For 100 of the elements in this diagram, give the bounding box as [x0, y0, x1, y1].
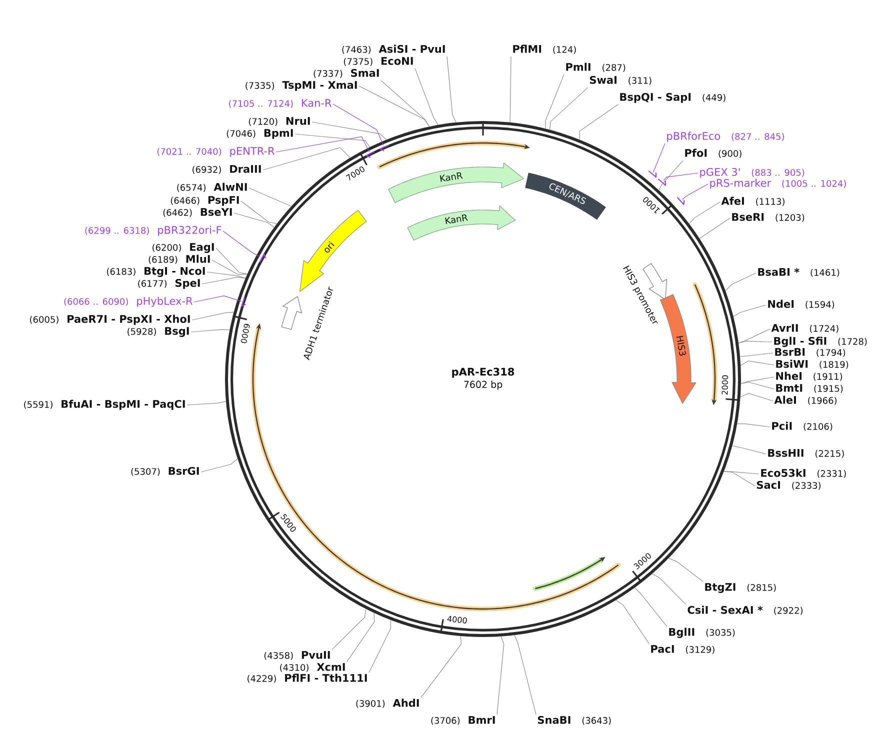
primer-label: pRS-marker — [710, 178, 772, 189]
position-label: (124) — [553, 46, 576, 54]
enzyme-label: AhdI — [392, 698, 419, 707]
leader-line — [732, 445, 766, 454]
position-label: (6299 .. 6318) — [85, 226, 149, 235]
leader-line — [212, 260, 248, 275]
leader-line — [549, 87, 588, 130]
position-label: (6574) — [177, 184, 206, 192]
leader-line — [668, 558, 704, 582]
leader-line — [200, 458, 238, 472]
enzyme-label: MluI — [186, 254, 210, 263]
enzyme-label: NruI — [286, 117, 310, 125]
leader-line — [446, 56, 456, 123]
position-label: (7375) — [344, 58, 372, 66]
leader-line — [262, 147, 350, 170]
enzyme-label: PacI — [651, 645, 674, 653]
enzyme-label: SmaI — [351, 68, 379, 77]
position-label: (3643) — [582, 716, 611, 725]
enzyme-label: BseYI — [200, 208, 232, 216]
primer-label: pGEX 3' — [700, 168, 740, 178]
leader-line — [312, 122, 387, 140]
position-label: (1113) — [756, 198, 784, 206]
position-label: (1915) — [814, 384, 843, 393]
primer-label: pHybLex-R — [137, 296, 193, 307]
position-label: (4229) — [248, 674, 276, 683]
enzyme-label: BtgI - NcoI — [144, 267, 205, 277]
position-label: (900) — [718, 150, 742, 158]
leader-line — [192, 312, 234, 320]
position-label: (1728) — [838, 338, 867, 346]
enzyme-label: BspQI - SapI — [620, 92, 691, 103]
enzyme-label: BsgI — [165, 327, 189, 337]
leader-line — [724, 471, 756, 486]
leader-line — [190, 329, 230, 332]
position-label: (2106) — [804, 422, 832, 431]
position-label: (449) — [702, 94, 726, 102]
position-label: (2331) — [817, 470, 846, 478]
plasmid-size: 7602 bp — [464, 380, 502, 390]
position-label: (827 .. 845) — [732, 132, 784, 141]
position-label: (6177) — [138, 280, 167, 288]
position-label: (1461) — [810, 268, 840, 277]
primer-mark — [366, 151, 375, 158]
leader-line — [545, 74, 564, 129]
position-label: (1911) — [814, 372, 842, 381]
tick-label: 4000 — [447, 616, 467, 624]
feature-block: HIS3 — [660, 294, 696, 404]
enzyme-label: EcoNI — [381, 57, 413, 65]
enzyme-label: PaeR7I - PspXI - XhoI — [68, 314, 190, 325]
position-label: (3706) — [431, 716, 460, 725]
leader-line — [240, 200, 278, 224]
position-label: (7105 .. 7124) — [229, 100, 293, 108]
position-label: (7120) — [248, 118, 278, 126]
position-label: (1005 .. 1024) — [782, 180, 846, 188]
leader-line — [346, 612, 375, 662]
leader-line — [276, 136, 370, 152]
leader-line — [652, 143, 666, 173]
primer-label: pBR322ori-F — [158, 226, 222, 236]
enzyme-label: AlwNI — [214, 182, 247, 191]
feature-block: KanR — [407, 206, 516, 241]
position-label: (6005) — [30, 316, 58, 324]
position-label: (287) — [602, 64, 626, 72]
leader-line — [206, 272, 246, 278]
enzyme-label: SwaI — [590, 76, 616, 84]
leader-line — [380, 80, 430, 127]
position-label: (5928) — [128, 328, 156, 336]
enzyme-label: BpmI — [264, 129, 293, 139]
feature-block — [281, 296, 302, 330]
leader-line — [738, 340, 772, 344]
enzyme-label: BsrBI — [775, 348, 805, 356]
position-label: (2333) — [792, 482, 821, 490]
enzyme-label: SnaBI — [538, 716, 570, 724]
enzyme-label: BmrI — [468, 716, 495, 724]
leader-line — [688, 202, 720, 224]
plasmid-name: pAR-Ec318 — [452, 368, 514, 378]
position-label: (2815) — [747, 584, 776, 592]
position-label: (6200) — [152, 244, 181, 252]
leader-line — [332, 608, 366, 650]
enzyme-label: AvrII — [771, 324, 798, 332]
tick-label: 2000 — [722, 375, 728, 395]
leader-line — [579, 104, 618, 140]
leader-line — [186, 401, 226, 406]
position-label: (5591) — [24, 400, 52, 409]
leader-line — [740, 393, 774, 402]
primer-mark — [241, 297, 246, 307]
leader-line — [358, 86, 430, 127]
leader-line — [699, 218, 730, 239]
enzyme-label: PciI — [772, 422, 792, 430]
leader-line — [740, 352, 774, 357]
leader-line — [740, 360, 774, 366]
position-label: (3129) — [686, 646, 714, 654]
position-label: (6932) — [192, 166, 221, 174]
enzyme-label: PfoI — [685, 148, 707, 157]
enzyme-label: BglI - SfiI — [774, 336, 826, 347]
position-label: (6466) — [170, 196, 200, 205]
enzyme-label: BsrGI — [168, 466, 199, 475]
enzyme-label: SacI — [756, 480, 780, 489]
feature-block: KanR — [388, 162, 524, 203]
position-label: (6462) — [163, 208, 192, 217]
leader-line — [514, 634, 536, 715]
enzyme-label: XcmI — [316, 663, 345, 671]
enzyme-label: NdeI — [768, 300, 794, 308]
